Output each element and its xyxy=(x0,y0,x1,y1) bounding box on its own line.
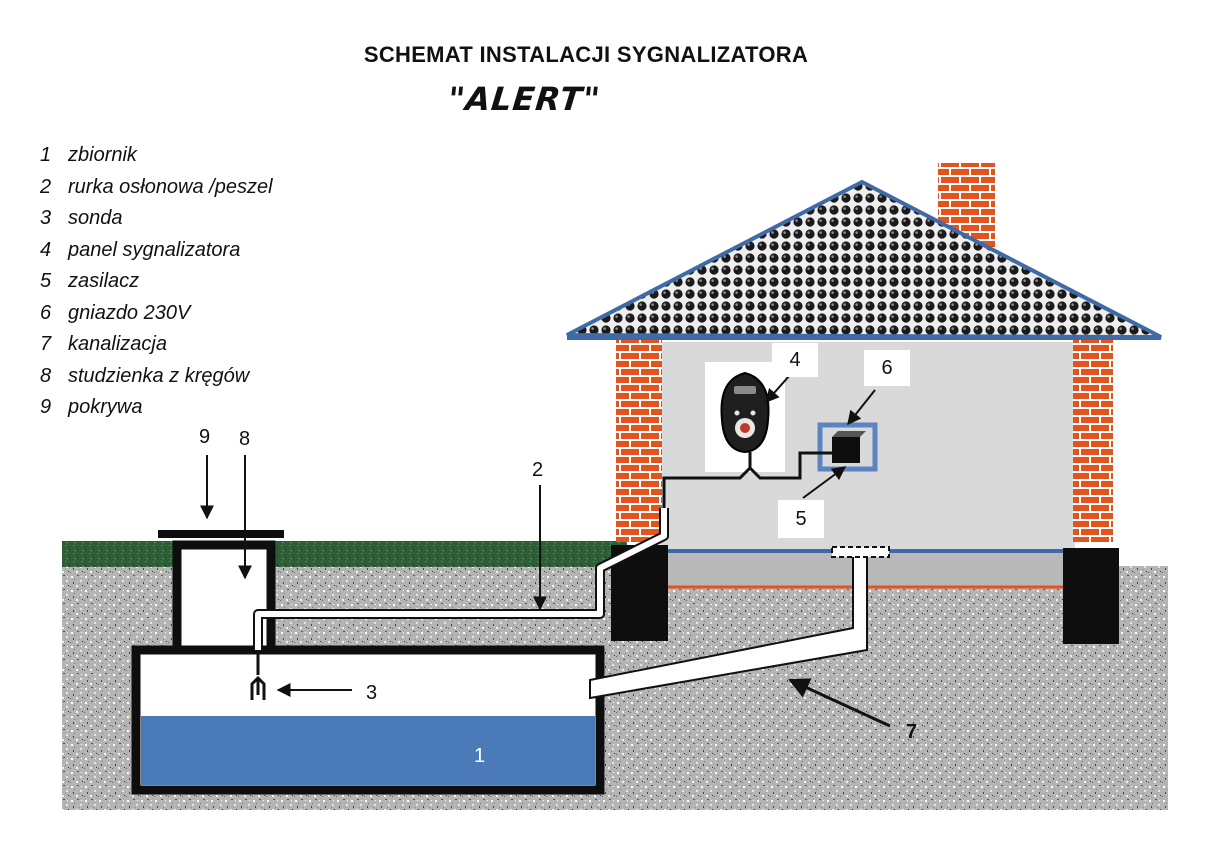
panel-led-right xyxy=(750,410,756,416)
legend-text: sonda xyxy=(68,207,123,229)
legend-number: 5 xyxy=(40,270,52,292)
legend-number: 6 xyxy=(40,301,52,324)
cable-to-panel xyxy=(662,451,832,512)
callout-sewer: 7 xyxy=(906,721,918,743)
legend-item: 5 zasilacz xyxy=(40,266,273,298)
power-supply-top xyxy=(832,431,866,437)
legend-number: 9 xyxy=(40,396,52,418)
legend-text: kanalizacja xyxy=(68,333,167,355)
callout-power-supply: 5 xyxy=(778,500,824,538)
legend-text: panel sygnalizatora xyxy=(68,238,241,261)
legend: 1 zbiornik 2 rurka osłonowa /peszel 3 sonda… xyxy=(40,140,273,424)
callout-conduit: 2 xyxy=(532,459,544,481)
panel-display xyxy=(734,386,756,394)
legend-number: 8 xyxy=(40,364,52,387)
legend-text: pokrywa xyxy=(68,396,143,418)
legend-text: studzienka z kręgów xyxy=(68,364,250,387)
arrow-panel xyxy=(765,374,791,404)
legend-item: 8 studzienka z kręgów xyxy=(40,361,273,393)
panel-led-left xyxy=(734,410,740,416)
callout-tank: 1 xyxy=(474,745,486,767)
legend-item: 4 panel sygnalizatora xyxy=(40,235,273,267)
panel-button-red xyxy=(740,423,750,433)
legend-number: 3 xyxy=(40,207,52,229)
callout-socket: 6 xyxy=(864,350,910,386)
legend-number: 1 xyxy=(40,144,52,166)
legend-number: 7 xyxy=(40,333,52,355)
arrow-socket xyxy=(847,389,876,426)
callout-lid: 9 xyxy=(199,426,211,448)
probe-sensor xyxy=(250,675,266,700)
legend-text: rurka osłonowa /peszel xyxy=(68,175,273,198)
grass-strip xyxy=(62,541,627,567)
arrow-power-supply xyxy=(802,466,847,499)
well-lid xyxy=(158,530,284,538)
legend-text: zasilacz xyxy=(68,270,140,292)
diagram-subtitle: "ALERT" xyxy=(446,80,603,118)
brick-pillar-right xyxy=(1073,340,1113,542)
callout-probe: 3 xyxy=(366,682,378,704)
power-supply xyxy=(832,437,860,463)
brick-pillar-left xyxy=(616,340,662,542)
conduit-pipe-inner xyxy=(255,508,667,650)
legend-text: zbiornik xyxy=(68,144,137,166)
tank-water xyxy=(141,716,595,785)
legend-item: 6 gniazdo 230V xyxy=(40,298,273,330)
alarm-panel-device xyxy=(720,371,770,454)
foundation-right xyxy=(1063,548,1119,644)
legend-item: 7 kanalizacja xyxy=(40,329,273,361)
legend-number: 2 xyxy=(40,175,52,198)
roof xyxy=(566,179,1162,339)
callout-well: 8 xyxy=(239,428,251,450)
legend-text: gniazdo 230V xyxy=(68,301,191,324)
diagram-title: SCHEMAT INSTALACJI SYGNALIZATORA xyxy=(363,42,809,67)
arrow-sewer xyxy=(788,678,891,728)
legend-item: 1 zbiornik xyxy=(40,140,273,172)
sewer-drain-grate xyxy=(831,546,890,558)
callout-panel: 4 xyxy=(772,343,818,377)
legend-item: 9 pokrywa xyxy=(40,392,273,424)
legend-number: 4 xyxy=(40,238,52,261)
legend-item: 3 sonda xyxy=(40,203,273,235)
legend-item: 2 rurka osłonowa /peszel xyxy=(40,172,273,204)
